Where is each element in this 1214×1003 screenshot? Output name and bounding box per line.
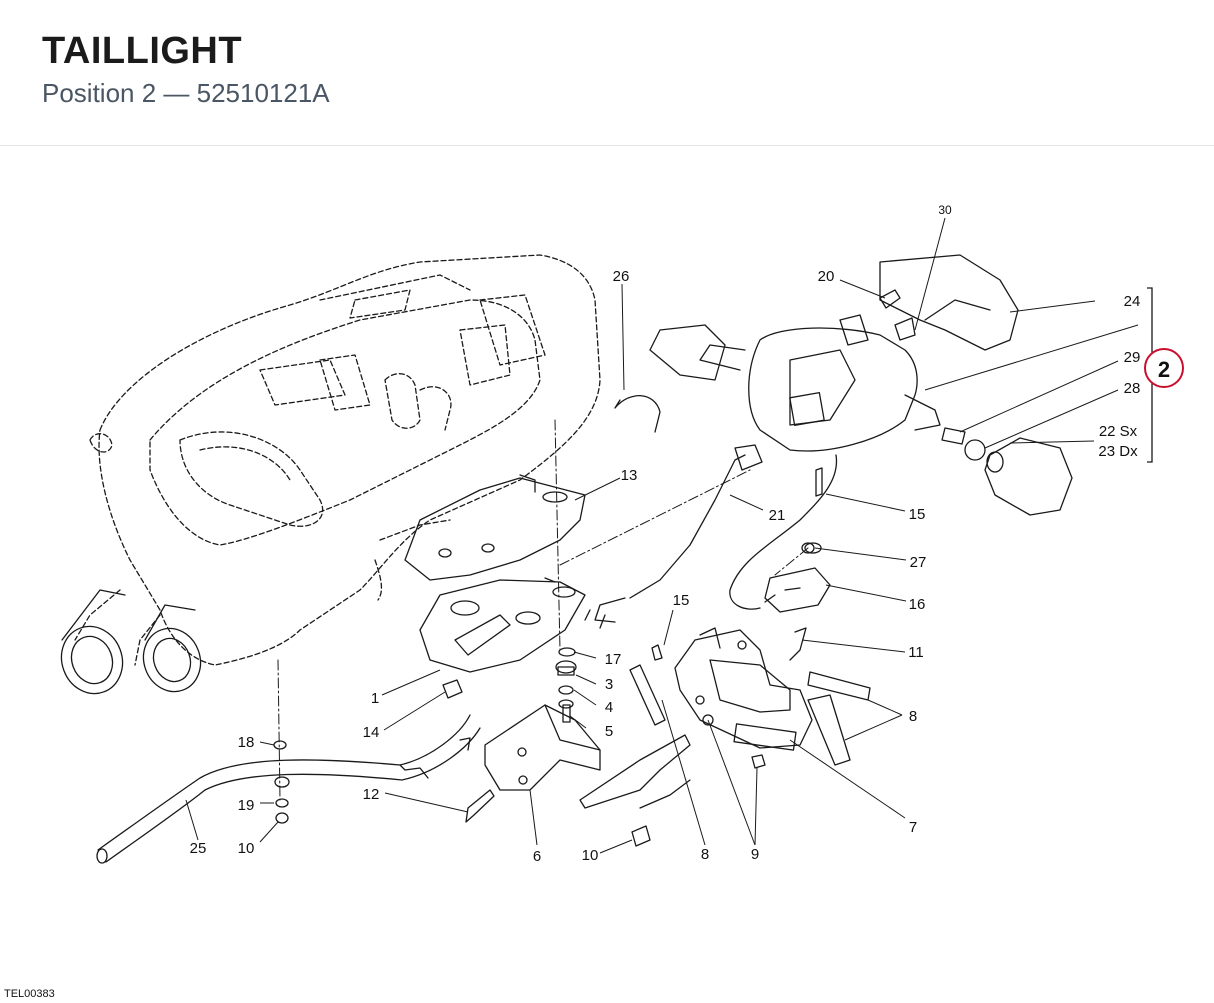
callout-21: 21: [769, 507, 786, 524]
callout-15-upper: 15: [909, 506, 926, 523]
callout-8-center: 8: [701, 846, 709, 863]
nut-10b: [631, 825, 651, 847]
drawing-code: TEL00383: [4, 988, 55, 1000]
plate-light-16: [764, 542, 831, 613]
callout-15-lower: 15: [673, 592, 690, 609]
callout-29: 29: [1124, 349, 1141, 366]
license-bracket-8: [579, 664, 691, 809]
tailpipes: [60, 589, 202, 695]
indicator-lens: [941, 427, 1073, 516]
screw-15a: [815, 467, 823, 497]
plate-holder-7: [674, 627, 813, 751]
exploded-parts-diagram: 2 30 26 20 24 29 28 22 Sx 23 Dx 13 21 15…: [60, 203, 1184, 865]
cover-24: [879, 254, 1019, 351]
callout-17: 17: [605, 651, 622, 668]
callout-labels: 30 26 20 24 29 28 22 Sx 23 Dx 13 21 15 2…: [190, 203, 1141, 865]
nut-9: [751, 754, 766, 769]
callout-30: 30: [938, 203, 952, 217]
callout-18: 18: [238, 734, 255, 751]
callout-4: 4: [605, 699, 613, 716]
callout-22: 22 Sx: [1099, 423, 1138, 440]
callout-12: 12: [363, 786, 380, 803]
screw-20: [879, 289, 916, 341]
callout-25: 25: [190, 840, 207, 857]
callout-7: 7: [909, 819, 917, 836]
cage-nut-14: [442, 679, 463, 699]
page-header: TAILLIGHT Position 2 — 52510121A: [0, 0, 1214, 146]
callout-20: 20: [818, 268, 835, 285]
nut-27: [801, 542, 815, 554]
tube-25: [96, 714, 481, 864]
callout-28: 28: [1124, 380, 1141, 397]
callout-10-center: 10: [582, 847, 599, 864]
bolt-12: [465, 789, 495, 823]
taillight-unit: [649, 314, 941, 452]
position-badge: 2: [1144, 348, 1184, 388]
callout-9: 9: [751, 846, 759, 863]
callout-13: 13: [621, 467, 638, 484]
callout-8-right: 8: [909, 708, 917, 725]
silencer-outline: [74, 254, 601, 666]
callout-11: 11: [908, 644, 924, 661]
callout-14: 14: [363, 724, 380, 741]
callout-26: 26: [613, 268, 630, 285]
callout-6: 6: [533, 848, 541, 865]
callout-1: 1: [371, 690, 379, 707]
plate-1: [419, 577, 586, 673]
callout-16: 16: [909, 596, 926, 613]
leader-lines: [185, 217, 1139, 854]
screw-11: [789, 627, 807, 661]
washer-19: [275, 798, 289, 808]
hardware-stack: [555, 647, 577, 723]
callout-24: 24: [1124, 293, 1141, 310]
callout-19: 19: [238, 797, 255, 814]
position-badge-label: 2: [1158, 357, 1170, 382]
washer-18: [273, 740, 287, 750]
bracket-13: [404, 474, 586, 581]
wiring-harness: [584, 444, 838, 629]
callout-5: 5: [605, 723, 613, 740]
clip-26: [614, 395, 661, 433]
reflectors-8: [807, 671, 871, 766]
page-subtitle: Position 2 — 52510121A: [42, 78, 330, 108]
assembly-centerlines: [277, 419, 809, 801]
callout-23: 23 Dx: [1098, 443, 1138, 460]
support-6: [484, 704, 601, 791]
callout-3: 3: [605, 676, 613, 693]
screw-15b: [651, 644, 663, 661]
page-title: TAILLIGHT: [42, 30, 243, 72]
callout-10-left: 10: [238, 840, 255, 857]
callout-27: 27: [910, 554, 927, 571]
washer-upper: [274, 776, 290, 788]
nut-10a: [275, 812, 289, 824]
